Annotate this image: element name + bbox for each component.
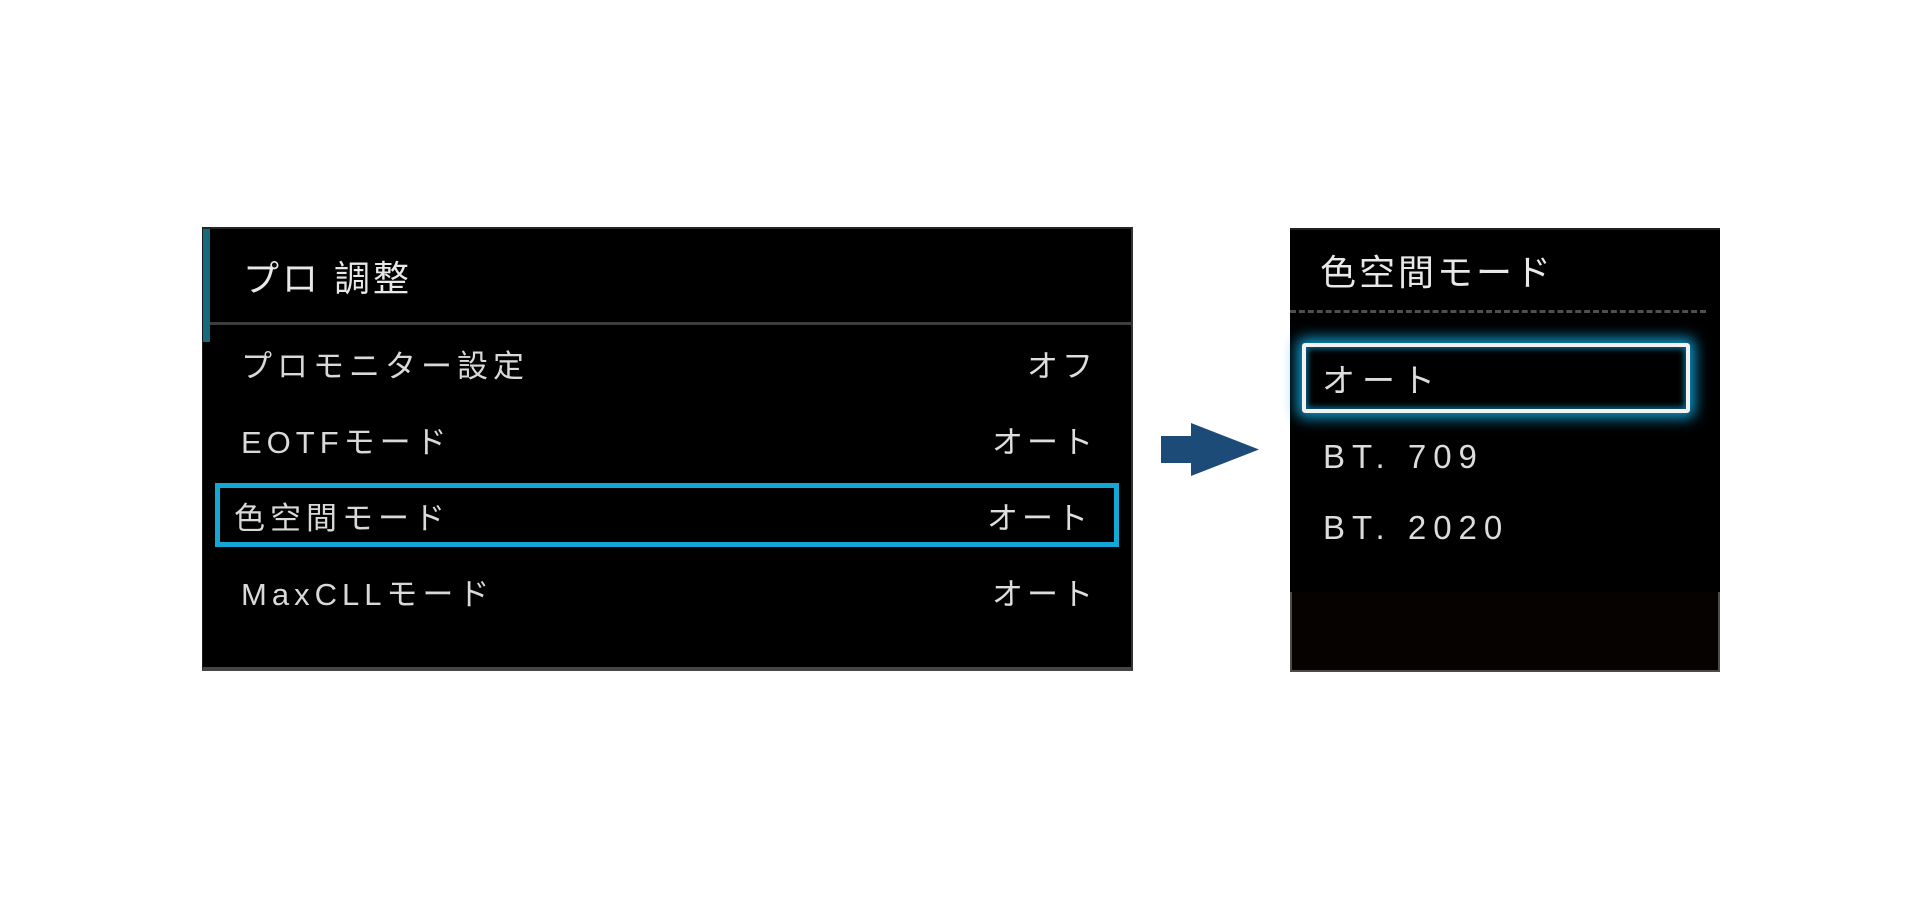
menu-item-label: EOTFモード bbox=[241, 424, 452, 460]
menu-item-color-space-mode-selected[interactable]: 色空間モード オート bbox=[215, 483, 1119, 547]
arrow-right-shape bbox=[1161, 423, 1259, 476]
menu-item-value: オート bbox=[987, 500, 1092, 536]
color-space-title-row: 色空間モード bbox=[1290, 230, 1706, 313]
menu-item-label: 色空間モード bbox=[234, 500, 450, 536]
menu-item-value: オート bbox=[992, 424, 1097, 460]
menu-item-maxcll-mode[interactable]: MaxCLLモード オート bbox=[203, 553, 1131, 629]
option-label: BT. 709 bbox=[1323, 437, 1484, 475]
option-label: オート bbox=[1322, 362, 1442, 399]
menu-item-label: プロモニター設定 bbox=[241, 348, 529, 384]
arrow-right-icon bbox=[1161, 423, 1259, 476]
pro-adjust-menu-list: プロモニター設定 オフ EOTFモード オート 色空間モード オート MaxCL… bbox=[203, 325, 1131, 629]
menu-item-label: MaxCLLモード bbox=[241, 576, 495, 612]
pro-adjust-menu-panel: プロ 調整 プロモニター設定 オフ EOTFモード オート 色空間モード オート… bbox=[202, 227, 1133, 671]
option-label: BT. 2020 bbox=[1323, 508, 1510, 546]
pro-adjust-title-row: プロ 調整 bbox=[203, 229, 1131, 342]
pro-adjust-title: プロ 調整 bbox=[243, 257, 413, 299]
menu-item-value: オフ bbox=[1027, 348, 1097, 384]
title-accent-stripe bbox=[203, 229, 210, 342]
menu-item-eotf-mode[interactable]: EOTFモード オート bbox=[203, 401, 1131, 477]
panel-bottom-band bbox=[1290, 592, 1720, 672]
option-bt709[interactable]: BT. 709 bbox=[1290, 421, 1720, 492]
option-auto-selected[interactable]: オート bbox=[1302, 343, 1690, 413]
color-space-title: 色空間モード bbox=[1320, 252, 1555, 293]
menu-item-value: オート bbox=[992, 576, 1097, 612]
option-bt2020[interactable]: BT. 2020 bbox=[1290, 492, 1720, 563]
color-space-option-list: オート BT. 709 BT. 2020 bbox=[1290, 313, 1720, 563]
color-space-mode-panel: 色空間モード オート BT. 709 BT. 2020 bbox=[1290, 228, 1720, 672]
menu-item-pro-monitor[interactable]: プロモニター設定 オフ bbox=[203, 325, 1131, 401]
